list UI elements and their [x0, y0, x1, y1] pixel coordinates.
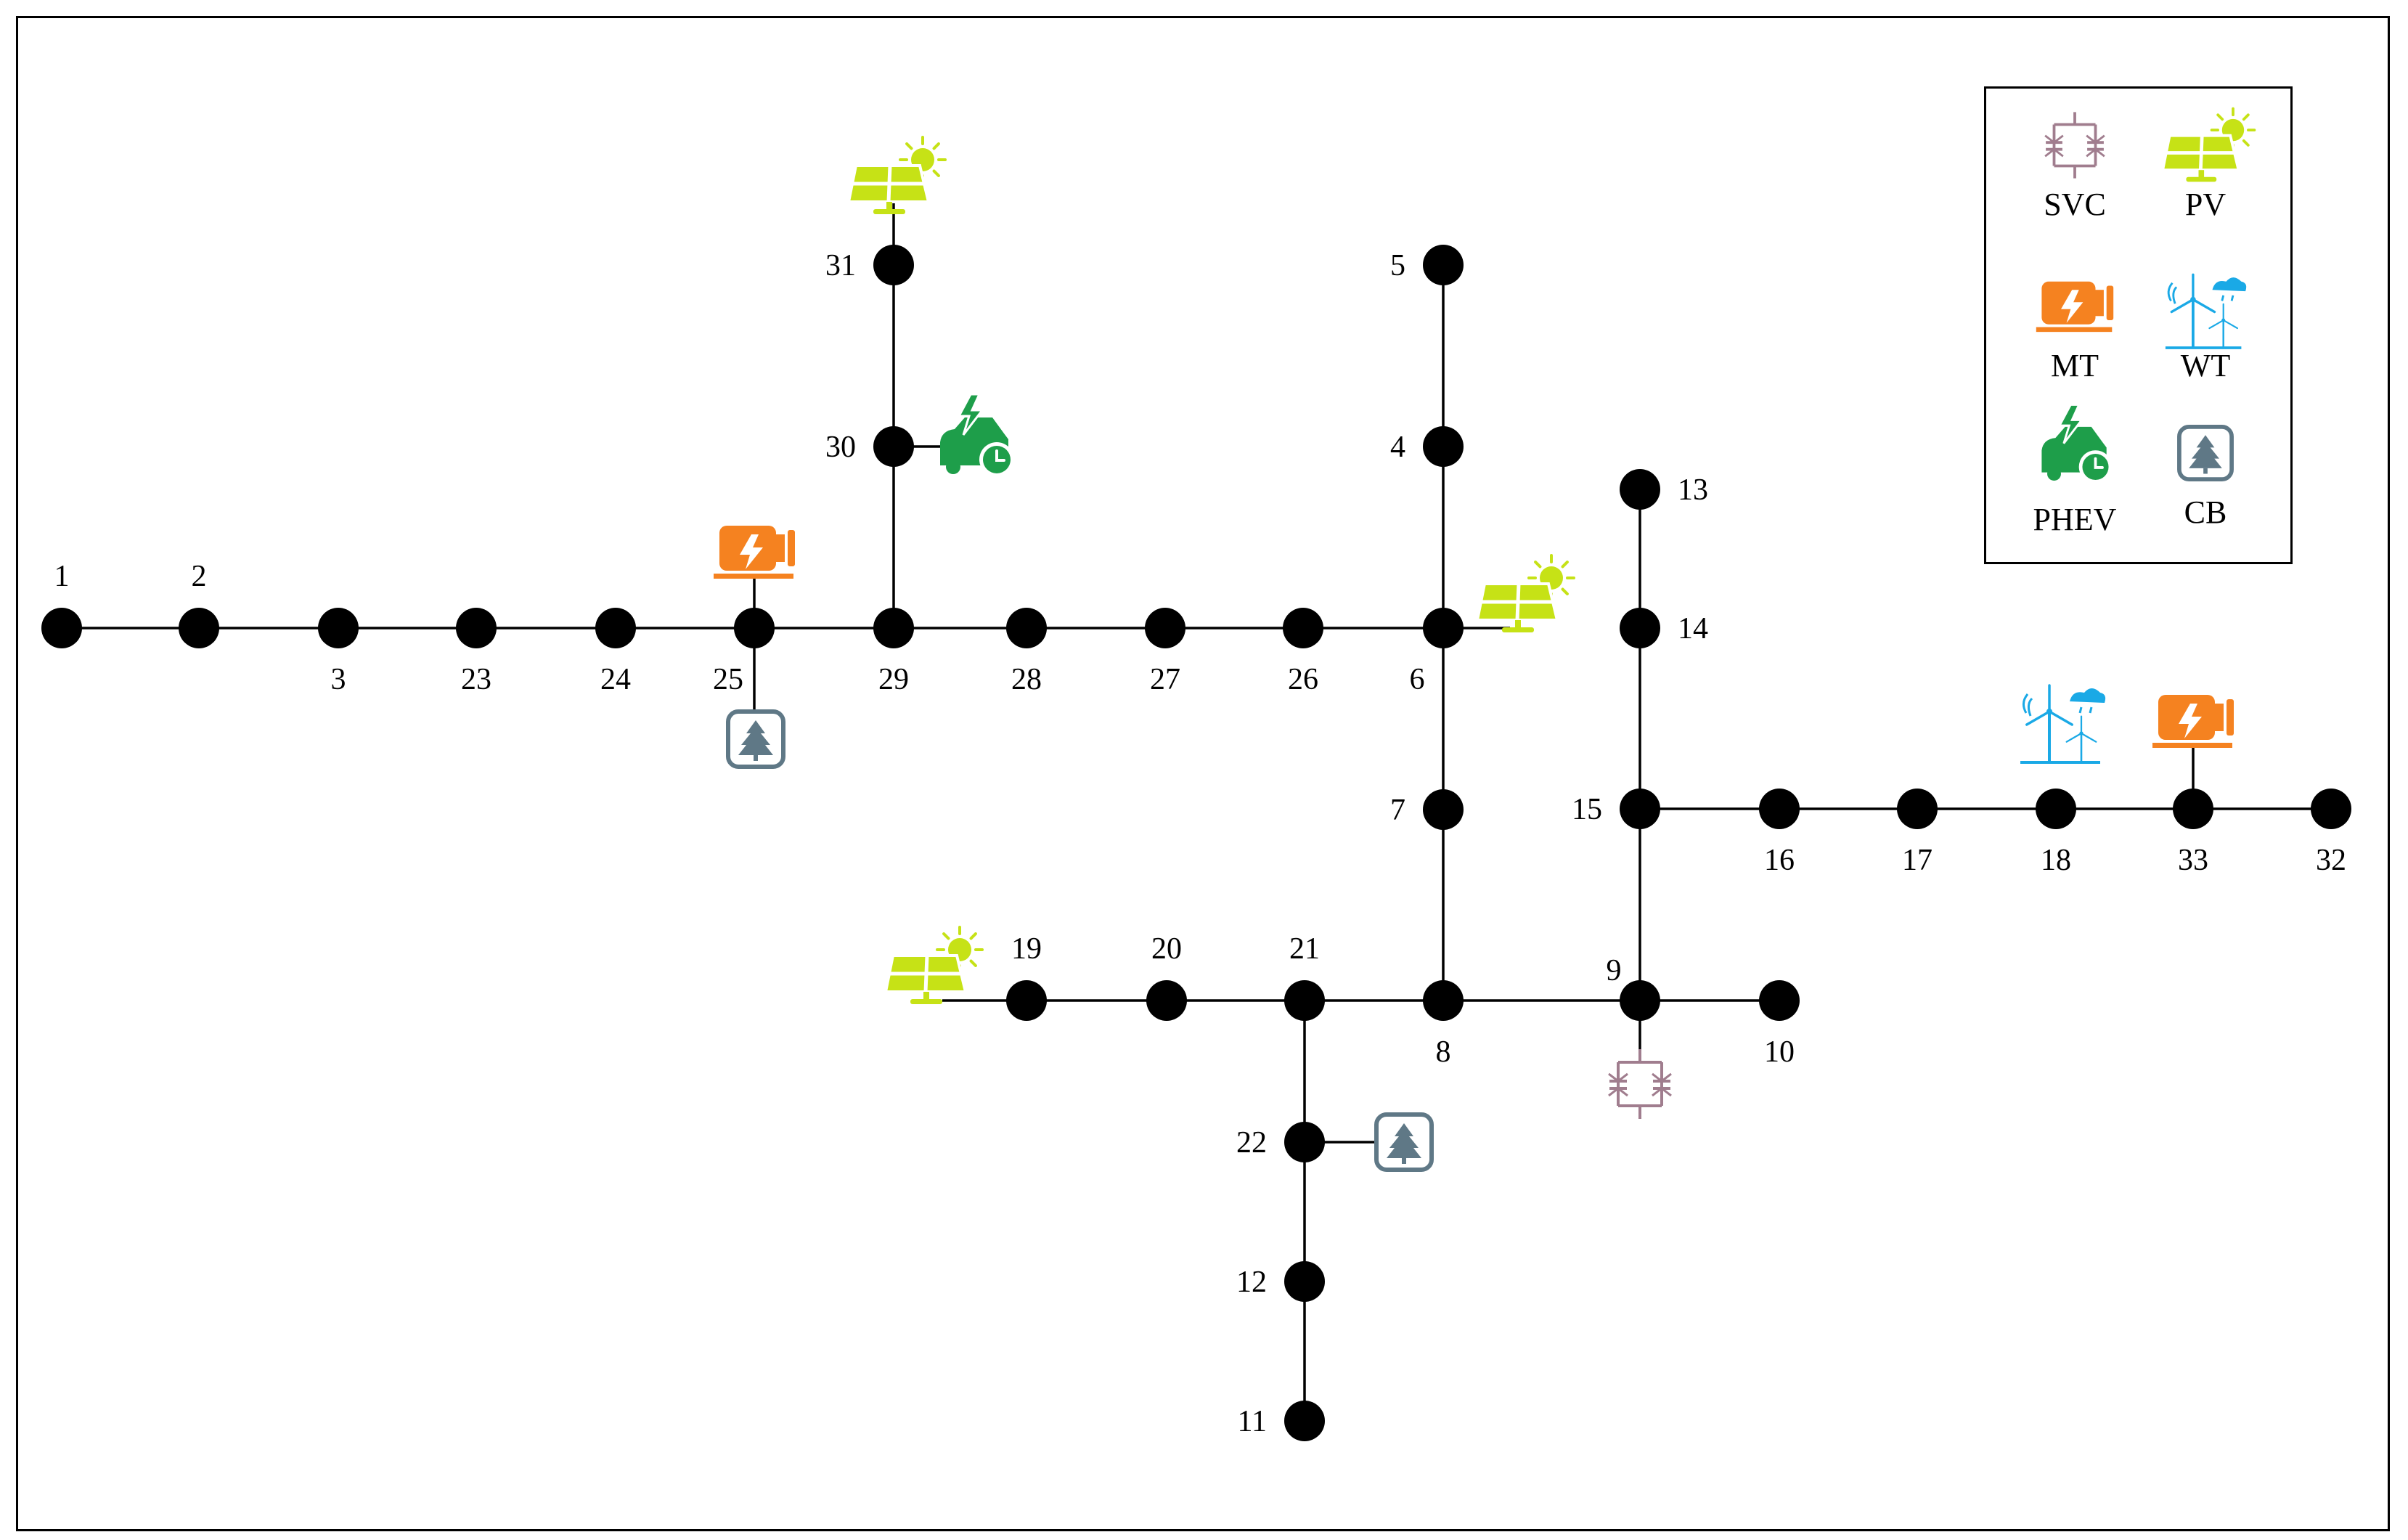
bus-layer	[41, 245, 2351, 1441]
ev-charging-icon	[940, 393, 1014, 477]
bus-node-17	[1897, 789, 1938, 829]
bus-node-19	[1006, 980, 1047, 1021]
bus-label-20: 20	[1151, 932, 1182, 966]
bus-node-22	[1284, 1122, 1325, 1162]
bus-node-29	[873, 608, 914, 648]
bus-node-5	[1423, 245, 1464, 285]
bus-node-16	[1759, 789, 1800, 829]
bus-node-28	[1006, 608, 1047, 648]
bus-node-10	[1759, 980, 1800, 1021]
capacitor-bank-icon	[2177, 425, 2234, 481]
legend-box	[1984, 86, 2293, 564]
bus-node-9	[1620, 980, 1660, 1021]
bus-label-29: 29	[878, 663, 909, 696]
bus-node-11	[1284, 1401, 1325, 1441]
bus-label-26: 26	[1288, 663, 1318, 696]
bus-label-24: 24	[600, 663, 631, 696]
microturbine-icon	[714, 526, 795, 579]
bus-node-20	[1146, 980, 1187, 1021]
bus-node-12	[1284, 1261, 1325, 1302]
bus-node-18	[2036, 789, 2076, 829]
wind-turbine-icon	[2165, 273, 2247, 349]
microturbine-icon	[2036, 281, 2114, 333]
bus-label-9: 9	[1607, 954, 1622, 987]
bus-label-5: 5	[1390, 249, 1405, 282]
bus-node-8	[1423, 980, 1464, 1021]
bus-label-11: 11	[1238, 1405, 1267, 1438]
capacitor-bank-icon	[726, 709, 785, 769]
bus-node-7	[1423, 789, 1464, 830]
bus-node-3	[318, 608, 359, 648]
capacitor-bank-icon	[1374, 1112, 1434, 1172]
bus-node-24	[595, 608, 636, 648]
line-layer	[62, 265, 2331, 1421]
bus-label-6: 6	[1410, 663, 1425, 696]
bus-label-21: 21	[1289, 932, 1320, 966]
bus-label-22: 22	[1236, 1126, 1267, 1160]
solar-panel-icon	[2160, 107, 2256, 182]
bus-label-13: 13	[1678, 473, 1708, 507]
bus-node-26	[1283, 608, 1323, 648]
bus-node-23	[456, 608, 497, 648]
solar-panel-icon	[883, 926, 984, 1004]
bus-node-25	[734, 608, 775, 648]
legend-label-wt: WT	[2181, 348, 2231, 383]
bus-label-15: 15	[1572, 793, 1602, 826]
solar-panel-icon	[846, 136, 947, 214]
bus-label-10: 10	[1764, 1035, 1795, 1069]
bus-label-31: 31	[825, 249, 856, 282]
bus-node-21	[1284, 980, 1325, 1021]
bus-label-16: 16	[1764, 844, 1795, 877]
bus-node-31	[873, 245, 914, 285]
bus-label-17: 17	[1902, 844, 1932, 877]
legend-label-svc: SVC	[2044, 187, 2106, 222]
bus-node-14	[1620, 608, 1660, 648]
bus-node-27	[1145, 608, 1185, 648]
bus-node-4	[1423, 426, 1464, 467]
bus-label-3: 3	[331, 663, 346, 696]
legend: SVC PV MT WT PHEV CB	[2033, 107, 2256, 537]
bus-label-32: 32	[2316, 844, 2346, 877]
bus-label-8: 8	[1436, 1035, 1451, 1069]
legend-label-cb: CB	[2184, 494, 2227, 530]
bus-label-19: 19	[1011, 932, 1042, 966]
bus-label-18: 18	[2041, 844, 2071, 877]
legend-label-phev: PHEV	[2033, 502, 2117, 537]
bus-label-12: 12	[1236, 1266, 1267, 1299]
bus-label-1: 1	[54, 560, 70, 593]
legend-label-mt: MT	[2051, 348, 2099, 383]
bus-label-33: 33	[2178, 844, 2208, 877]
svc-icon	[2044, 112, 2105, 179]
bus-label-27: 27	[1150, 663, 1180, 696]
diagram-frame	[16, 16, 2390, 1531]
bus-label-28: 28	[1011, 663, 1042, 696]
bus-label-7: 7	[1390, 794, 1405, 827]
legend-label-pv: PV	[2185, 187, 2226, 222]
bus-label-23: 23	[461, 663, 491, 696]
ev-charging-icon	[2041, 404, 2113, 484]
wind-turbine-icon	[2020, 684, 2106, 764]
bus-node-13	[1620, 469, 1660, 510]
bus-node-2	[179, 608, 219, 648]
bus-label-30: 30	[825, 431, 856, 464]
bus-node-30	[873, 426, 914, 467]
bus-node-6	[1423, 608, 1464, 648]
svc-icon	[1608, 1049, 1672, 1119]
bus-label-14: 14	[1678, 612, 1708, 645]
microturbine-icon	[2152, 695, 2234, 748]
bus-label-2: 2	[192, 560, 207, 593]
bus-node-1	[41, 608, 82, 648]
bus-node-15	[1620, 789, 1660, 829]
bus-node-33	[2173, 789, 2213, 829]
bus-label-25: 25	[713, 663, 743, 696]
bus-label-4: 4	[1390, 431, 1405, 464]
bus-node-32	[2311, 789, 2351, 829]
solar-panel-icon	[1475, 554, 1575, 632]
device-layer	[714, 136, 2234, 1172]
